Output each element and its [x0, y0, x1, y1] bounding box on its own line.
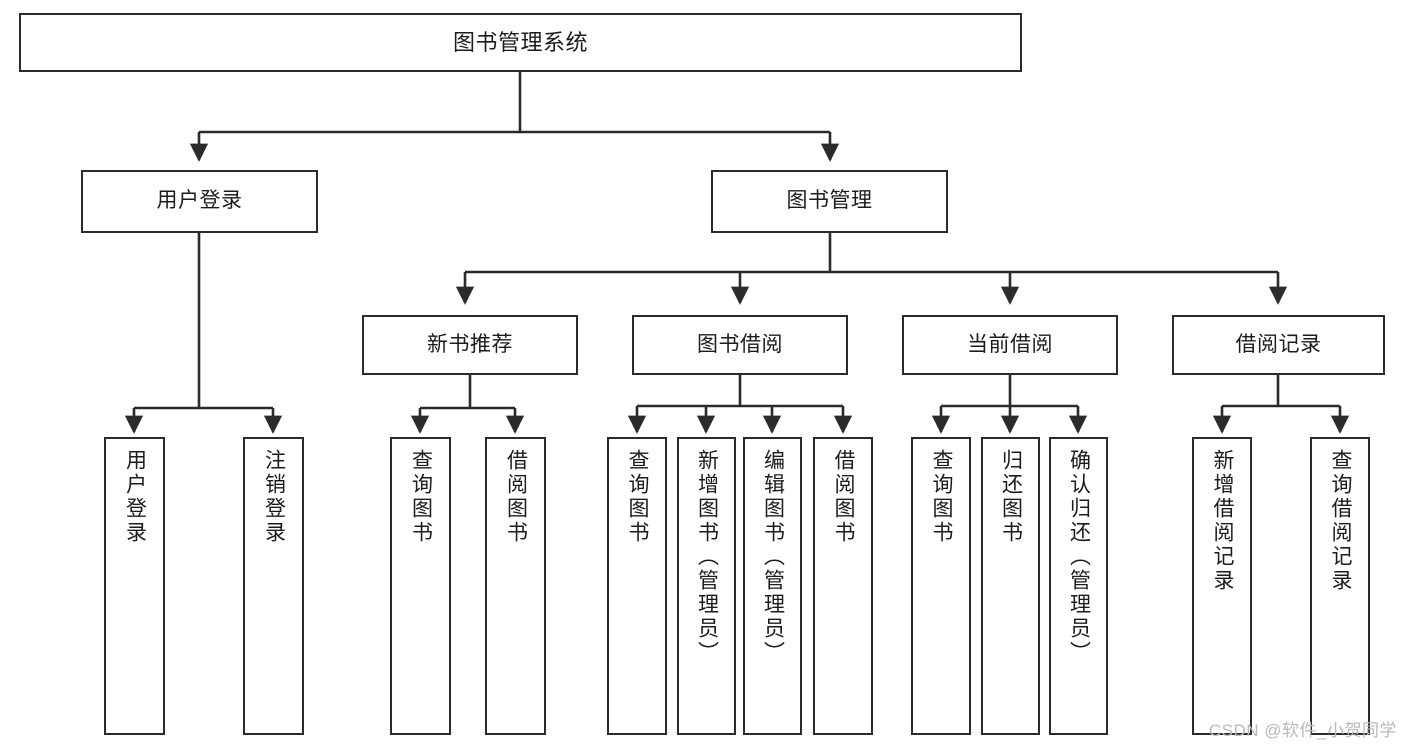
- node-label: 新增借阅记录: [1211, 449, 1235, 593]
- node-label: 确认归还（管理员）: [1067, 449, 1091, 665]
- node-leaf-edit-book-admin[interactable]: 编辑图书（管理员）: [743, 437, 802, 735]
- node-leaf-add-borrow-record[interactable]: 新增借阅记录: [1192, 437, 1252, 735]
- node-leaf-search-book-borrow[interactable]: 查询图书: [607, 437, 667, 735]
- node-leaf-borrow-book[interactable]: 借阅图书: [813, 437, 873, 735]
- node-root-book-management-system[interactable]: 图书管理系统: [19, 13, 1022, 72]
- node-label: 归还图书: [999, 449, 1023, 545]
- node-label: 用户登录: [123, 449, 147, 545]
- node-leaf-search-book-recommend[interactable]: 查询图书: [390, 437, 451, 735]
- node-label: 新书推荐: [427, 332, 513, 356]
- node-label: 图书管理系统: [452, 29, 588, 55]
- node-label: 图书借阅: [697, 332, 783, 356]
- node-label: 查询图书: [409, 449, 433, 545]
- node-leaf-return-book[interactable]: 归还图书: [981, 437, 1040, 735]
- node-label: 注销登录: [262, 449, 286, 545]
- csdn-watermark: CSDN @软件_小贺同学: [1208, 721, 1397, 740]
- node-leaf-confirm-return-admin[interactable]: 确认归还（管理员）: [1049, 437, 1108, 735]
- node-label: 图书管理: [786, 189, 873, 213]
- node-label: 查询图书: [626, 449, 650, 545]
- node-user-login[interactable]: 用户登录: [81, 170, 318, 233]
- node-leaf-user-login[interactable]: 用户登录: [104, 437, 165, 735]
- node-borrow-record[interactable]: 借阅记录: [1172, 315, 1385, 375]
- node-new-book-recommend[interactable]: 新书推荐: [362, 315, 578, 375]
- node-current-borrow[interactable]: 当前借阅: [902, 315, 1118, 375]
- node-label: 用户登录: [156, 189, 243, 213]
- node-leaf-add-book-admin[interactable]: 新增图书（管理员）: [677, 437, 736, 735]
- node-label: 借阅记录: [1235, 332, 1322, 356]
- node-label: 当前借阅: [967, 332, 1053, 356]
- node-leaf-borrow-book-recommend[interactable]: 借阅图书: [485, 437, 546, 735]
- node-book-borrow[interactable]: 图书借阅: [632, 315, 848, 375]
- node-label: 编辑图书（管理员）: [761, 449, 785, 665]
- node-label: 新增图书（管理员）: [695, 449, 719, 665]
- node-leaf-logout[interactable]: 注销登录: [243, 437, 304, 735]
- node-book-management[interactable]: 图书管理: [711, 170, 948, 233]
- node-label: 借阅图书: [504, 449, 528, 545]
- node-label: 查询借阅记录: [1329, 449, 1353, 593]
- node-label: 借阅图书: [832, 449, 856, 545]
- node-leaf-search-borrow-record[interactable]: 查询借阅记录: [1310, 437, 1370, 735]
- node-label: 查询图书: [930, 449, 954, 545]
- node-leaf-search-book-current[interactable]: 查询图书: [911, 437, 971, 735]
